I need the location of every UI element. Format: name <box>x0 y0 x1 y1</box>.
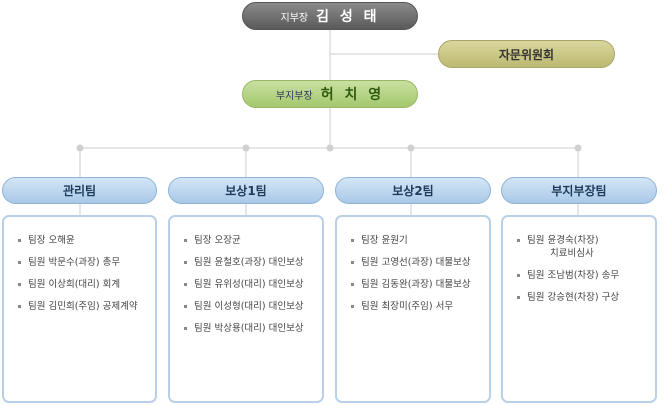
list-item: 팀원 김민희(주임) 공제계약 <box>18 300 149 313</box>
vice-role: 부지부장 <box>275 90 313 102</box>
connector-node <box>242 144 250 152</box>
list-item: 팀원 고영선(과장) 대물보상 <box>351 256 483 269</box>
team-node-compensation-1: 보상1팀 <box>168 177 324 204</box>
list-item: 팀장 윤원기 <box>351 234 483 247</box>
connector-node <box>574 144 582 152</box>
list-item: 팀원 최장미(주임) 서무 <box>351 300 483 313</box>
list-item: 팀원 이상희(대리) 회계 <box>18 278 149 291</box>
team-node-management: 관리팀 <box>2 177 157 204</box>
list-item: 팀원 김동완(과장) 대물보상 <box>351 278 483 291</box>
team-node-compensation-2: 보상2팀 <box>335 177 491 204</box>
connector-node <box>76 144 84 152</box>
list-item: 팀원 이성형(대리) 대인보상 <box>184 300 316 313</box>
connector-node <box>407 144 415 152</box>
team-name: 관리팀 <box>62 184 97 198</box>
list-item: 팀원 박상용(대리) 대인보상 <box>184 322 316 335</box>
list-item: 팀원 강승현(차장) 구상 <box>517 291 649 304</box>
list-item: 팀장 오장균 <box>184 234 316 247</box>
list-item: 팀원 윤경숙(차장) 치료비심사 <box>517 234 649 260</box>
list-item-line2: 치료비심사 <box>550 248 594 259</box>
list-item: 팀원 유위성(대리) 대인보상 <box>184 278 316 291</box>
team-box-management: 팀장 오해윤 팀원 박문수(과장) 총무 팀원 이상희(대리) 회계 팀원 김민… <box>2 215 157 403</box>
team-node-vice-team: 부지부장팀 <box>501 177 657 204</box>
team-box-compensation-1: 팀장 오장균 팀원 윤철호(과장) 대인보상 팀원 유위성(대리) 대인보상 팀… <box>168 215 324 403</box>
team-box-compensation-2: 팀장 윤원기 팀원 고영선(과장) 대물보상 팀원 김동완(과장) 대물보상 팀… <box>335 215 491 403</box>
advisory-label: 자문위원회 <box>498 47 555 62</box>
team-name: 부지부장팀 <box>551 184 607 198</box>
head-name: 김 성 태 <box>316 9 380 25</box>
list-item: 팀원 조남범(차장) 송무 <box>517 269 649 282</box>
team-name: 보상2팀 <box>392 184 434 198</box>
vice-name: 허 치 영 <box>320 87 385 103</box>
list-item: 팀원 박문수(과장) 총무 <box>18 256 149 269</box>
advisory-committee-node: 자문위원회 <box>438 40 615 68</box>
head-role: 지부장 <box>280 12 309 24</box>
list-item: 팀장 오해윤 <box>18 234 149 247</box>
vice-head-node: 부지부장 허 치 영 <box>242 80 418 108</box>
connector-node <box>326 144 334 152</box>
head-node: 지부장 김 성 태 <box>242 2 418 30</box>
team-name: 보상1팀 <box>225 184 267 198</box>
list-item-line1: 팀원 윤경숙(차장) <box>527 235 599 246</box>
list-item: 팀원 윤철호(과장) 대인보상 <box>184 256 316 269</box>
team-box-vice-team: 팀원 윤경숙(차장) 치료비심사 팀원 조남범(차장) 송무 팀원 강승현(차장… <box>501 215 657 403</box>
